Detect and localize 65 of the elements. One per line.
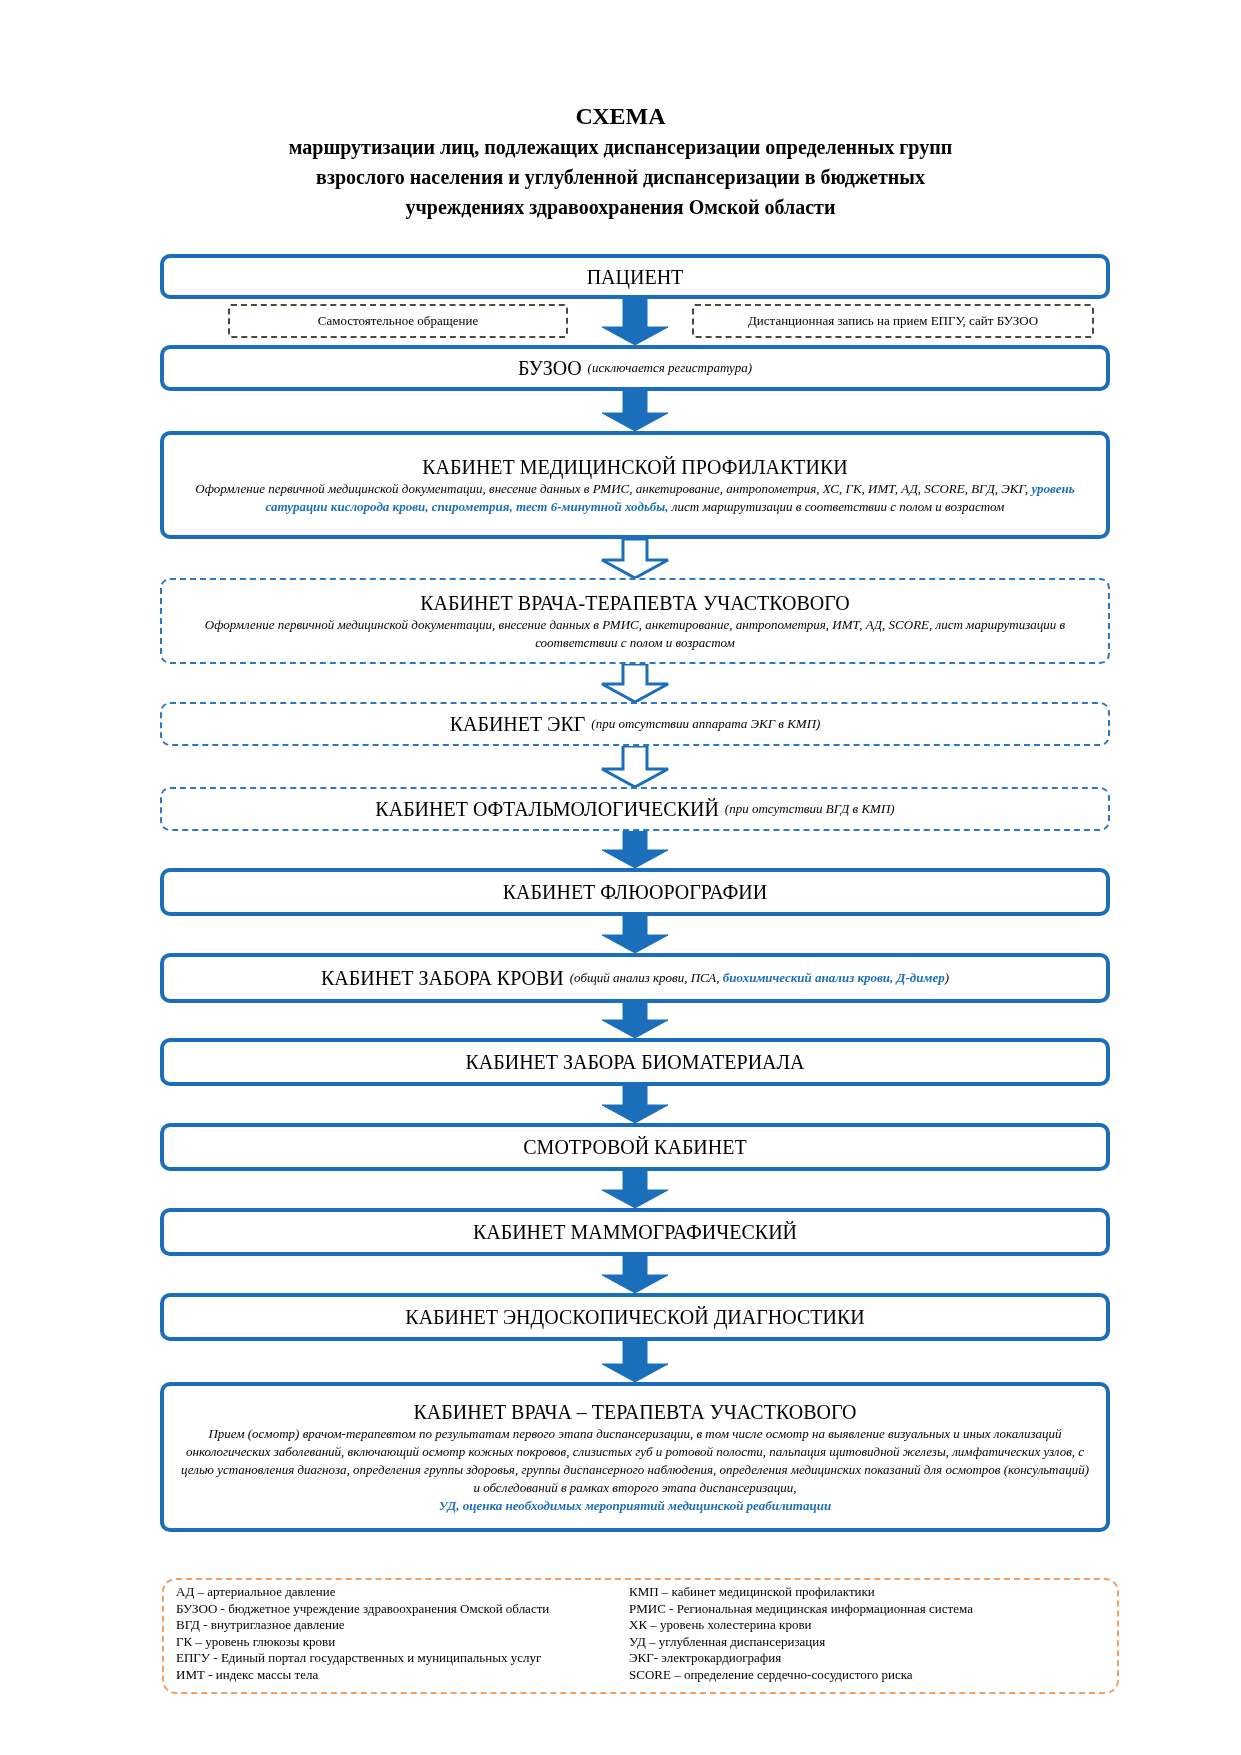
box-heading: СМОТРОВОЙ КАБИНЕТ (523, 1135, 747, 1160)
abbreviation-text: БУЗОО - бюджетное учреждение здравоохранения Омской области (176, 1600, 551, 1617)
abbreviation-text: ГК – уровень глюкозы крови (176, 1633, 337, 1650)
arrow (601, 1255, 669, 1294)
abbreviation-text: ХК – уровень холестерина крови (629, 1617, 813, 1634)
box-note: (общий анализ крови, ПСА, биохимический анализ крови, Д-димер) (569, 969, 949, 988)
box-description: Прием (осмотр) врачом-терапевтом по результатам первого этапа диспансеризации, в том числе осмотр на выявление визуальных и иных локализаций онкологических заболеваний, включающий осмотр кожных покровов, слизистых губ и ротовой полости, пальпация щитовидной железы, лимфатических узлов, с целью установления диагноза, определения группы здоровья, группы диспансерного наблюдения, определения медицинских показаний для осмотров (консультаций) и обследований в рамках второго этапа диспансеризации, (180, 1425, 1090, 1497)
note-text: Самостоятельное обращение (317, 312, 479, 331)
process-box (160, 702, 1110, 746)
arrow (601, 1085, 669, 1124)
box-heading: КАБИНЕТ МАММОГРАФИЧЕСКИЙ (472, 1220, 798, 1245)
arrow (601, 915, 669, 954)
process-box (160, 345, 1110, 391)
abbreviation-text: КМП – кабинет медицинской профилактики (629, 1584, 876, 1601)
box-heading: КАБИНЕТ ВРАЧА – ТЕРАПЕВТА УЧАСТКОВОГО (413, 1400, 857, 1425)
hollow-arrow (600, 744, 670, 789)
process-box (160, 1382, 1110, 1532)
note-box (228, 304, 568, 338)
process-box (160, 868, 1110, 916)
process-box (160, 1123, 1110, 1171)
process-box (160, 787, 1110, 831)
box-heading: КАБИНЕТ ЭКГ (449, 712, 586, 737)
box-note: (при отсутствии аппарата ЭКГ в КМП) (591, 715, 821, 734)
abbreviation-text: ИМТ - индекс массы тела (176, 1666, 320, 1683)
note-text: Дистанционная запись на прием ЕПГУ, сайт БУЗОО (747, 312, 1039, 331)
arrow (601, 390, 669, 432)
process-box (160, 578, 1110, 664)
arrow (601, 1170, 669, 1209)
process-box (160, 1293, 1110, 1341)
box-heading: ПАЦИЕНТ (586, 264, 684, 290)
box-heading: КАБИНЕТ МЕДИЦИНСКОЙ ПРОФИЛАКТИКИ (422, 455, 848, 480)
abbreviation-text: РМИС - Региональная медицинская информационная система (629, 1600, 974, 1617)
arrow (601, 298, 669, 346)
abbreviation-text: ЕПГУ - Единый портал государственных и муниципальных услуг (176, 1650, 543, 1667)
process-box (160, 953, 1110, 1003)
box-heading: КАБИНЕТ ЭНДОСКОПИЧЕСКОЙ ДИАГНОСТИКИ (405, 1305, 865, 1330)
process-box (160, 1208, 1110, 1256)
process-box (160, 1038, 1110, 1086)
box-heading: КАБИНЕТ ВРАЧА-ТЕРАПЕВТА УЧАСТКОВОГО (420, 591, 850, 616)
arrow (601, 1002, 669, 1039)
box-highlight: УД, оценка необходимых мероприятий медицинской реабилитации (438, 1497, 832, 1515)
subtitle: маршрутизации лиц, подлежащих диспансеризации определенных групп взрослого населения и углубленной диспансеризации в бюджетных учреждениях здравоохранения Омской области (287, 135, 954, 221)
arrow (601, 830, 669, 869)
process-box (160, 431, 1110, 539)
process-box (160, 254, 1110, 299)
hollow-arrow (600, 662, 670, 704)
note-box (692, 304, 1094, 338)
abbreviation-text: АД – артериальное давление (176, 1584, 337, 1601)
box-description: Оформление первичной медицинской документации, внесение данных в РМИС, анкетирование, антропометрия, ХС, ГК, ИМТ, АД, SCORE, ВГД, ЭКГ, уровень сатурации кислорода крови, спирометрия, тест 6-минутной ходьбы, лист маршрутизации в соответствии с полом и возрастом (194, 480, 1076, 516)
box-heading: КАБИНЕТ ЗАБОРА КРОВИ (321, 966, 564, 991)
box-note: (при отсутствии ВГД в КМП) (724, 800, 895, 819)
box-heading: КАБИНЕТ ФЛЮОРОГРАФИИ (502, 880, 768, 905)
legend-box (162, 1578, 1119, 1694)
abbreviation-text: УД – углубленная диспансеризация (629, 1633, 827, 1650)
box-heading: КАБИНЕТ ЗАБОРА БИОМАТЕРИАЛА (465, 1050, 805, 1075)
abbreviation-text: ВГД - внутриглазное давление (176, 1617, 346, 1634)
arrow (601, 1340, 669, 1383)
abbreviation-text: ЭКГ- электрокардиография (629, 1650, 783, 1667)
hollow-arrow (600, 537, 670, 580)
abbreviation-text: SCORE – определение сердечно-сосудистого риска (629, 1666, 914, 1683)
title: СХЕМА (575, 102, 666, 131)
box-heading: БУЗОО (518, 356, 582, 381)
box-description: Оформление первичной медицинской документации, внесение данных в РМИС, анкетирование, антропометрия, ИМТ, АД, SCORE, лист маршрутизации в соответствии с полом и возрастом (203, 616, 1067, 652)
box-note: (исключается регистратура) (587, 359, 752, 378)
box-heading: КАБИНЕТ ОФТАЛЬМОЛОГИЧЕСКИЙ (375, 797, 719, 822)
